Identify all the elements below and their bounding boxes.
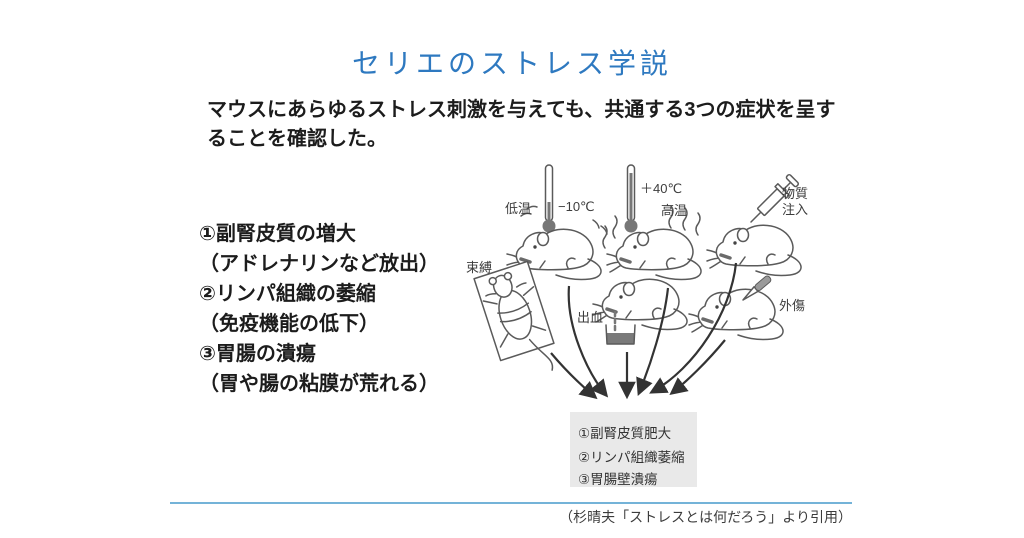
finding-item: （胃や腸の粘膜が荒れる） xyxy=(199,373,439,395)
label-hot: 高温 xyxy=(661,203,687,218)
restrained-mouse-board xyxy=(473,260,555,371)
converging-arrows xyxy=(550,262,738,400)
thermometer-hot-icon xyxy=(624,164,638,233)
label-cold: 低温 xyxy=(505,201,531,216)
findings-list: ①副腎皮質の増大 （アドレナリンなど放出） ②リンパ組織の萎縮 （免疫機能の低下… xyxy=(199,219,439,399)
result-item: ③胃腸壁潰瘍 xyxy=(578,471,658,487)
syringe-icon xyxy=(750,173,800,223)
citation-text: （杉晴夫「ストレスとは何だろう」より引用） xyxy=(559,509,852,525)
label-injection-line1: 物質 xyxy=(782,186,808,201)
footer-divider xyxy=(170,502,852,504)
result-item: ②リンパ組織萎縮 xyxy=(578,450,685,465)
knife-icon xyxy=(742,275,772,301)
label-injection-line2: 注入 xyxy=(782,202,808,217)
label-restraint: 束縛 xyxy=(466,260,492,275)
label-bleeding: 出血 xyxy=(577,310,603,325)
cup-icon xyxy=(605,324,636,345)
finding-item: （アドレナリンなど放出） xyxy=(199,253,439,275)
finding-item: ①副腎皮質の増大 xyxy=(199,223,356,245)
label-trauma: 外傷 xyxy=(779,298,805,313)
mouse-hot-illustration xyxy=(605,227,703,282)
label-cold-temp: −10℃ xyxy=(558,199,595,214)
mouse-injection-illustration xyxy=(705,223,803,278)
intro-line-2: ることを確認した。 xyxy=(207,128,387,150)
stress-experiment-diagram: 低温 −10℃ ＋40℃ 高温 物質 注入 束縛 出血 外傷 ①副腎皮質肥大 ②… xyxy=(466,164,808,487)
slide-title: セリエのストレス学説 xyxy=(351,48,672,79)
intro-line-1: マウスにあらゆるストレス刺激を与えても、共通する3つの症状を呈す xyxy=(207,99,836,121)
shiver-marks xyxy=(520,205,608,235)
result-box: ①副腎皮質肥大 ②リンパ組織萎縮 ③胃腸壁潰瘍 xyxy=(570,412,697,487)
mouse-trauma-illustration xyxy=(687,287,785,342)
finding-item: ②リンパ組織の萎縮 xyxy=(199,283,376,305)
intro-text: マウスにあらゆるストレス刺激を与えても、共通する3つの症状を呈す ることを確認し… xyxy=(207,96,837,154)
finding-item: （免疫機能の低下） xyxy=(199,313,379,335)
label-hot-temp: ＋40℃ xyxy=(640,181,682,196)
result-item: ①副腎皮質肥大 xyxy=(578,426,671,441)
mouse-bleeding-illustration xyxy=(591,277,689,332)
finding-item: ③胃腸の潰瘍 xyxy=(199,343,316,365)
thermometer-cold-icon xyxy=(542,164,556,233)
